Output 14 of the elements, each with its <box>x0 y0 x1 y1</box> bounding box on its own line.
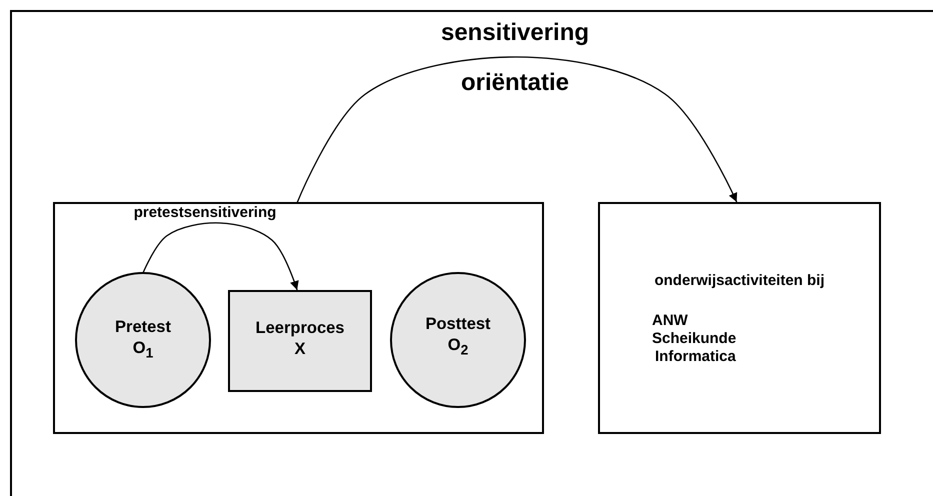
subject-item: ANW <box>652 312 689 331</box>
node-label: Posttest O$_{2}$ <box>424 314 492 358</box>
subject-item: Scheikunde <box>652 330 738 349</box>
process-box <box>598 202 881 434</box>
process-box <box>228 290 372 392</box>
subject-item: Informatica <box>655 348 737 367</box>
curved-arrow <box>142 222 299 290</box>
edge-label: pretestsensitivering <box>132 204 278 223</box>
node-label: Leerproces X <box>254 318 346 360</box>
box-heading: onderwijsactiviteiten bij <box>653 272 826 291</box>
curved-arrow <box>296 56 738 204</box>
arc-label: oriëntatie <box>460 68 570 98</box>
group-box <box>53 202 544 434</box>
node-label: Pretest O$_{1}$ <box>114 317 172 362</box>
